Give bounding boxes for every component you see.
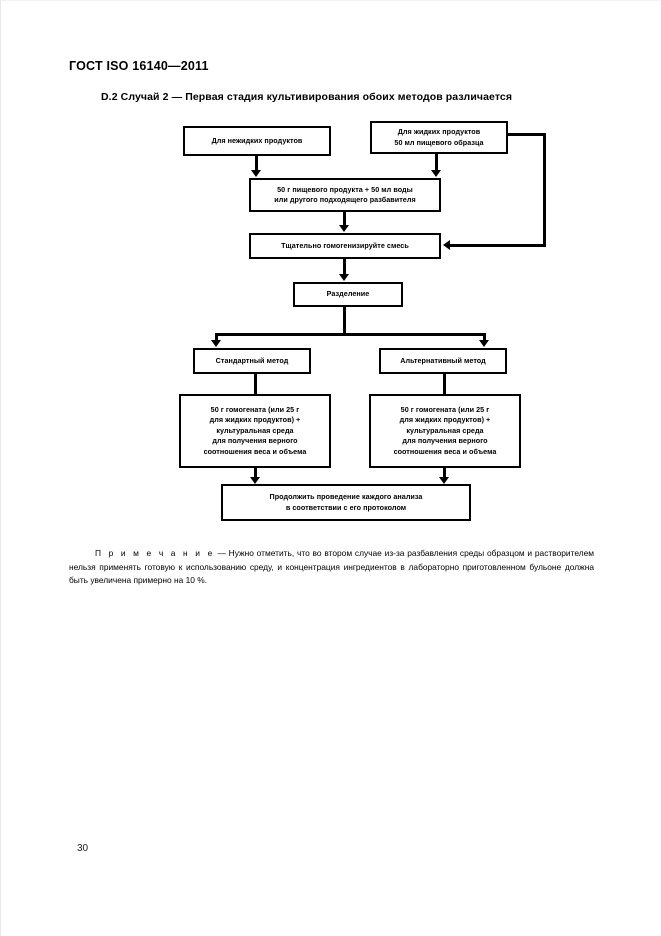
connector-solid-to-mix (255, 156, 258, 171)
connector-homogenate-alternative-to-continue (443, 468, 446, 478)
arrowhead-bus-to-standard-icon (211, 340, 221, 347)
arrowhead-std-to-continue-icon (250, 477, 260, 484)
flow-box-homogenate-alternative: 50 г гомогената (или 25 г для жидких про… (369, 394, 521, 468)
flow-box-solid-products-label: Для нежидких продуктов (211, 135, 303, 145)
flow-box-continue-analysis-label: Продолжить проведение каждого анализа в … (269, 492, 423, 512)
note-label: П р и м е ч а н и е (95, 548, 215, 558)
arrowhead-bus-to-alternative-icon (479, 340, 489, 347)
connector-split-bus (215, 333, 486, 336)
flow-box-solid-products: Для нежидких продуктов (183, 126, 331, 156)
flow-box-mix-label: 50 г пищевого продукта + 50 мл воды или … (274, 184, 416, 204)
flow-box-liquid-products: Для жидких продуктов 50 мл пищевого обра… (370, 121, 508, 154)
connector-alternative-to-homogenate (443, 374, 446, 394)
page-number: 30 (77, 843, 89, 854)
connector-standard-to-homogenate (254, 374, 257, 394)
flow-box-separation: Разделение (293, 282, 403, 307)
flow-box-standard-method-label: Стандартный метод (215, 355, 289, 365)
connector-homogenize-to-separation (343, 259, 346, 275)
flow-box-homogenate-standard: 50 г гомогената (или 25 г для жидких про… (179, 394, 331, 468)
note-paragraph: П р и м е ч а н и е — Нужно отметить, чт… (69, 547, 594, 588)
flow-box-separation-label: Разделение (326, 289, 370, 299)
connector-mix-to-homogenize (343, 212, 346, 226)
flow-box-homogenize-label: Тщательно гомогенизируйте смесь (281, 240, 409, 250)
flow-box-liquid-products-label: Для жидких продуктов 50 мл пищевого обра… (394, 127, 484, 147)
document-standard-header: ГОСТ ISO 16140—2011 (69, 59, 209, 73)
flow-box-homogenate-standard-label: 50 г гомогената (или 25 г для жидких про… (203, 404, 307, 456)
flow-box-continue-analysis: Продолжить проведение каждого анализа в … (221, 484, 471, 521)
connector-liquid-bypass-vertical (543, 133, 546, 246)
arrowhead-homogenize-to-separation-icon (339, 274, 349, 281)
arrowhead-solid-to-mix-icon (251, 170, 261, 177)
flow-box-homogenate-alternative-label: 50 г гомогената (или 25 г для жидких про… (393, 404, 497, 456)
connector-liquid-to-mix (435, 154, 438, 171)
connector-liquid-bypass-top (506, 133, 546, 136)
arrowhead-alt-to-continue-icon (439, 477, 449, 484)
flow-box-standard-method: Стандартный метод (193, 348, 311, 374)
connector-bus-to-standard (215, 333, 218, 341)
arrowhead-mix-to-homogenize-icon (339, 225, 349, 232)
connector-homogenate-standard-to-continue (254, 468, 257, 478)
flow-box-alternative-method: Альтернативный метод (379, 348, 507, 374)
flowchart-diagram: Для нежидких продуктов Для жидких продук… (1, 116, 661, 536)
note-text: Нужно отметить, что во втором случае из-… (69, 548, 595, 586)
arrowhead-liquid-to-mix-icon (431, 170, 441, 177)
flow-box-homogenize: Тщательно гомогенизируйте смесь (249, 233, 441, 259)
note-dash: — (214, 548, 229, 558)
connector-liquid-bypass-bottom (450, 244, 546, 247)
flow-box-alternative-method-label: Альтернативный метод (400, 355, 486, 365)
flow-box-mix: 50 г пищевого продукта + 50 мл воды или … (249, 178, 441, 212)
section-heading-d2: D.2 Случай 2 — Первая стадия культивиров… (101, 91, 513, 103)
connector-separation-down (343, 307, 346, 336)
connector-bus-to-alternative (483, 333, 486, 341)
arrowhead-bypass-to-homogenize-icon (443, 240, 450, 250)
